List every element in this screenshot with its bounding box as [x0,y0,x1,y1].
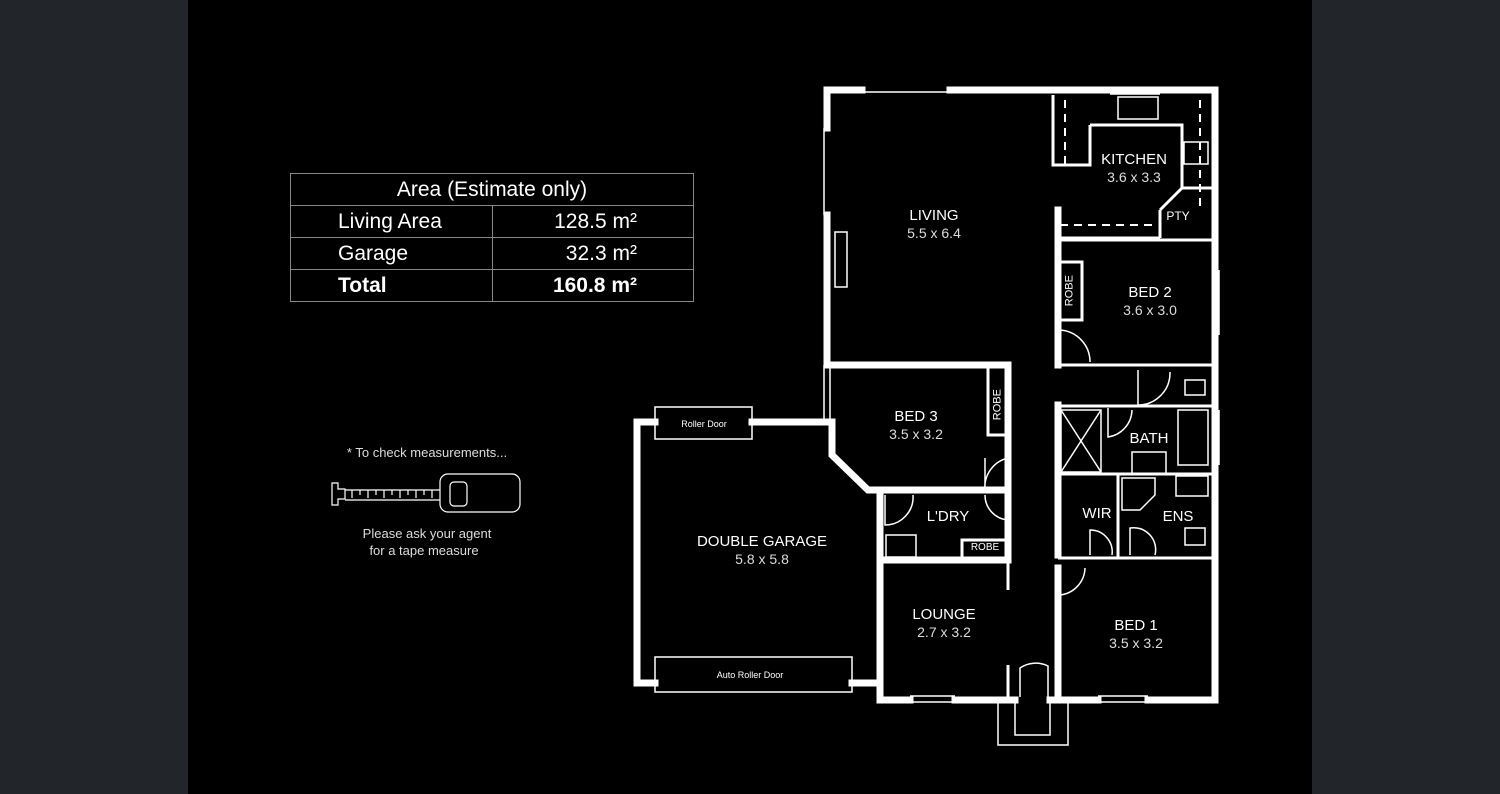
dashed-benches [1060,100,1201,226]
ens-basin [1175,475,1209,497]
room-name: KITCHEN [1101,151,1167,168]
robe-bed2: ROBE [1063,275,1076,307]
toilets [1184,379,1206,546]
cooktop [1183,141,1209,165]
tape-note-top: * To check measurements... [346,445,508,460]
fixtures [654,96,1209,693]
ens-shower [1121,477,1156,511]
interior-walls [960,95,1215,700]
room-dims: 3.5 x 3.2 [1109,635,1163,652]
row-label: Total [290,269,493,302]
heater [834,231,848,288]
room-pantry: PTY [1166,209,1190,223]
bathtub [1177,409,1209,466]
room-dims: 2.7 x 3.2 [917,624,971,641]
row-value: 128.5 m² [492,205,694,238]
row-value: 160.8 m² [492,269,694,302]
roller-door-label: Roller Door [681,419,727,429]
shower [1060,409,1102,473]
row-label: Garage [290,237,493,270]
room-name: LOUNGE [912,606,976,623]
room-name: LIVING [909,207,959,224]
tape-note-line1: Please ask your agent [362,526,492,541]
room-dims: 5.5 x 6.4 [907,225,961,242]
room-bath: BATH [1129,430,1169,447]
auto-roller-door-label: Auto Roller Door [716,670,784,680]
room-name: DOUBLE GARAGE [696,533,828,550]
basin [1131,451,1167,475]
roller-door [654,406,753,440]
laundry-tub [885,534,917,558]
room-wir: WIR [1082,505,1112,522]
room-name: BED 2 [1128,284,1172,301]
area-table-title: Area (Estimate only) [290,173,694,206]
walls [633,86,1219,704]
room-name: BED 1 [1114,617,1158,634]
auto-roller-door [654,656,853,693]
room-dims: 3.6 x 3.0 [1123,302,1177,319]
tape-note-line2: for a tape measure [369,543,479,558]
row-value: 32.3 m² [492,237,694,270]
robe-bed3: ROBE [991,389,1004,421]
room-dims: 3.5 x 3.2 [889,426,943,443]
room-dims: 5.8 x 5.8 [735,551,789,568]
room-ens: ENS [1162,508,1194,525]
room-dims: 3.6 x 3.3 [1107,169,1161,186]
windows [823,87,1220,746]
robe-laundry: ROBE [970,542,1000,553]
image-panel [188,0,1312,794]
row-label: Living Area [290,205,493,238]
door-swings [884,329,1171,697]
sink [1117,96,1159,120]
tape-measure-icon [331,473,521,513]
room-name: BED 3 [894,408,938,425]
room-laundry: L'DRY [926,508,970,525]
